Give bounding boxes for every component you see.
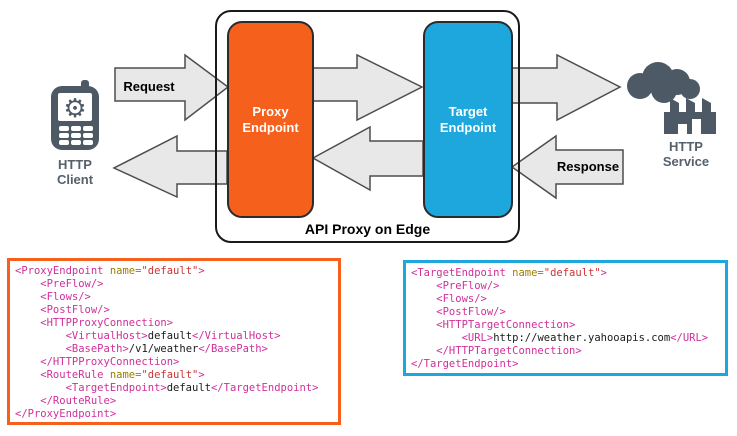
flow-diagram: ⚙ HTTP Client (30, 10, 731, 243)
factory-icon (627, 62, 716, 134)
code-line: <PreFlow/> (15, 278, 104, 290)
http-service-label: HTTP Service (641, 139, 731, 169)
proxy-endpoint-box: Proxy Endpoint (227, 21, 314, 218)
code-line: <PostFlow/> (411, 306, 506, 318)
code-line: <BasePath>/v1/weather</BasePath> (15, 343, 268, 355)
code-line: <HTTPProxyConnection> (15, 317, 174, 329)
api-proxy-container (215, 10, 520, 243)
api-proxy-container-title: API Proxy on Edge (304, 221, 431, 237)
target-to-service-arrow (511, 53, 622, 122)
code-line: <Flows/> (15, 291, 91, 303)
response-arrow-from-service (510, 134, 624, 200)
target-endpoint-xml-snippet: <TargetEndpoint name="default"> <PreFlow… (403, 260, 728, 376)
code-line: </TargetEndpoint> (411, 358, 519, 370)
proxy-endpoint-xml-snippet: <ProxyEndpoint name="default"> <PreFlow/… (7, 258, 341, 425)
code-line: <PreFlow/> (411, 280, 500, 292)
request-arrow (114, 53, 230, 122)
code-line: <VirtualHost>default</VirtualHost> (15, 330, 281, 342)
code-line: </ProxyEndpoint> (15, 408, 117, 420)
mobile-phone-icon: ⚙ (51, 80, 99, 150)
target-to-proxy-arrow (311, 125, 424, 192)
code-line: </HTTPProxyConnection> (15, 356, 180, 368)
response-arrow-to-client (112, 134, 228, 199)
http-client-label-line1: HTTP (58, 157, 92, 172)
http-client-label: HTTP Client (30, 157, 120, 187)
code-line: </RouteRule> (15, 395, 117, 407)
request-arrow-label: Request (123, 79, 175, 94)
proxy-to-target-arrow (312, 53, 424, 122)
code-line: <TargetEndpoint>default</TargetEndpoint> (15, 382, 319, 394)
code-line: <HTTPTargetConnection> (411, 319, 576, 331)
code-line: <URL>http://weather.yahooapis.com</URL> (411, 332, 709, 344)
code-line: <TargetEndpoint name="default"> (411, 267, 607, 279)
flow-arrows (112, 53, 624, 200)
http-service-label-line2: Service (662, 154, 710, 169)
code-line: <RouteRule name="default"> (15, 369, 205, 381)
code-line: <ProxyEndpoint name="default"> (15, 265, 205, 277)
code-line: <PostFlow/> (15, 304, 110, 316)
response-arrow-label: Response (556, 159, 620, 174)
proxy-endpoint-label: Proxy Endpoint (242, 103, 299, 135)
gear-icon: ⚙ (63, 94, 86, 124)
target-endpoint-box: Target Endpoint (423, 21, 513, 218)
http-service-label-line1: HTTP (669, 139, 703, 154)
target-endpoint-label: Target Endpoint (439, 103, 497, 135)
code-line: </HTTPTargetConnection> (411, 345, 582, 357)
http-client-label-line2: Client (56, 172, 94, 187)
code-line: <Flows/> (411, 293, 487, 305)
